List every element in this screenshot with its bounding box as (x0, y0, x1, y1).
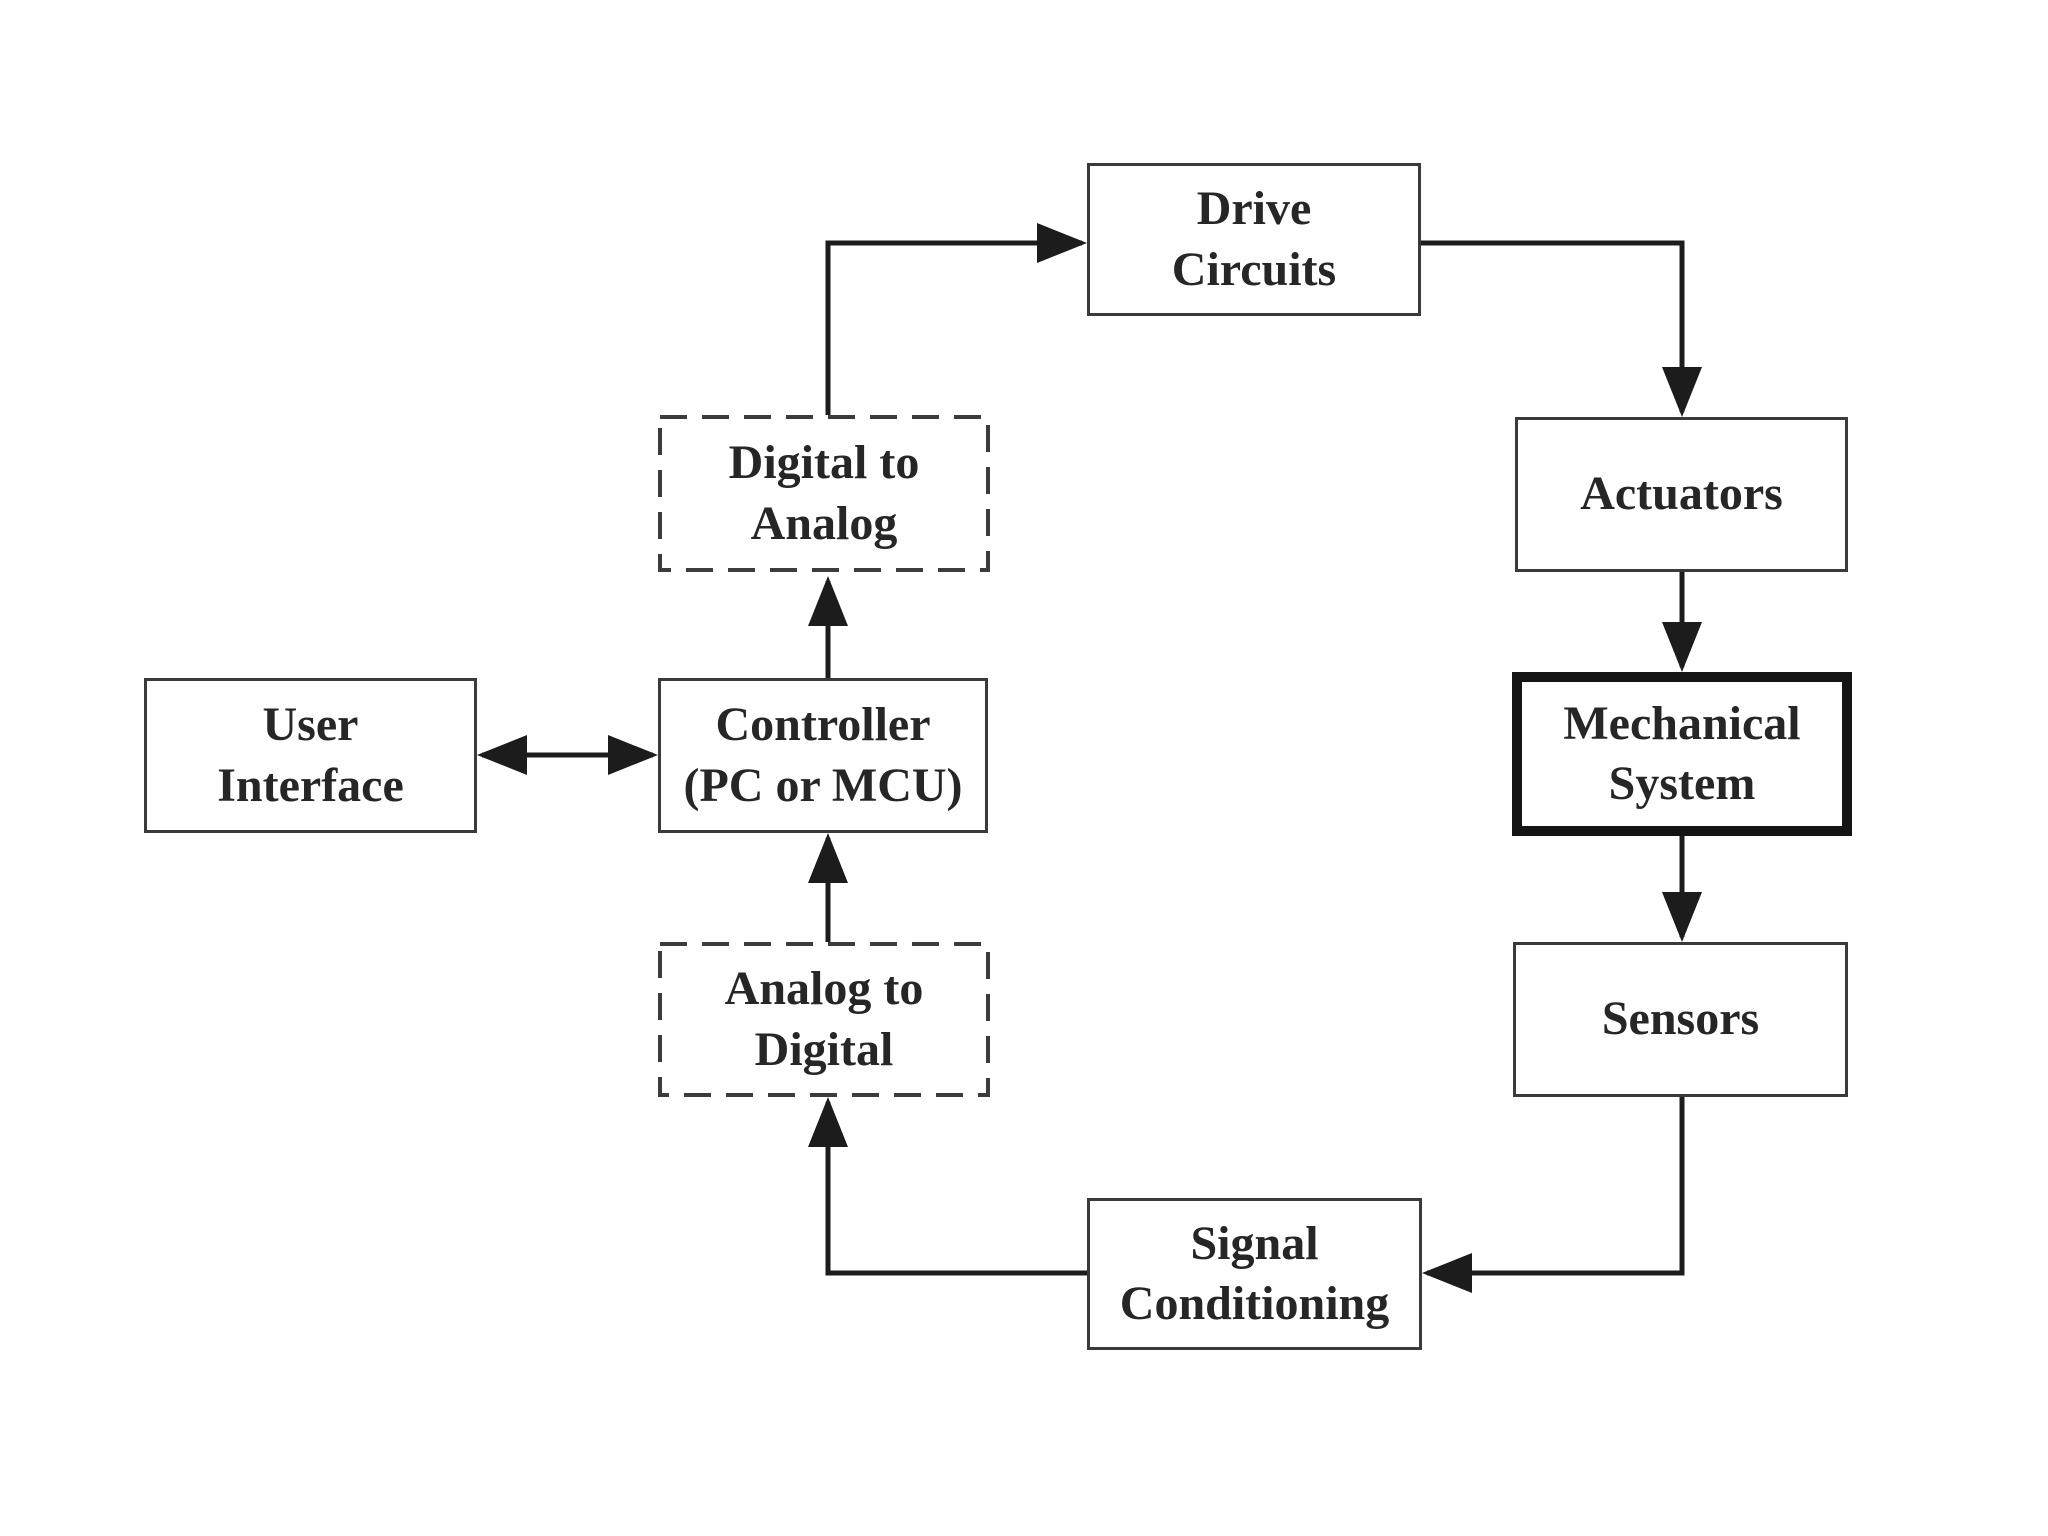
node-mechanical-system: Mechanical System (1512, 672, 1852, 836)
node-actuators: Actuators (1515, 417, 1848, 572)
node-user-interface: User Interface (144, 678, 477, 833)
node-drive-circuits: Drive Circuits (1087, 163, 1421, 316)
connector-d2a-to-drive-circuits (825, 223, 1087, 415)
node-controller: Controller (PC or MCU) (658, 678, 988, 833)
node-sensors: Sensors (1513, 942, 1848, 1097)
node-signal-conditioning: Signal Conditioning (1087, 1198, 1422, 1350)
connector-drive-circuits-to-actuators (1421, 240, 1702, 417)
connector-sensors-to-signal-conditioning (1422, 1097, 1685, 1293)
connector-signal-conditioning-to-a2d (808, 1097, 1087, 1276)
node-digital-to-analog: Digital to Analog (658, 415, 990, 572)
node-analog-to-digital: Analog to Digital (658, 942, 990, 1097)
